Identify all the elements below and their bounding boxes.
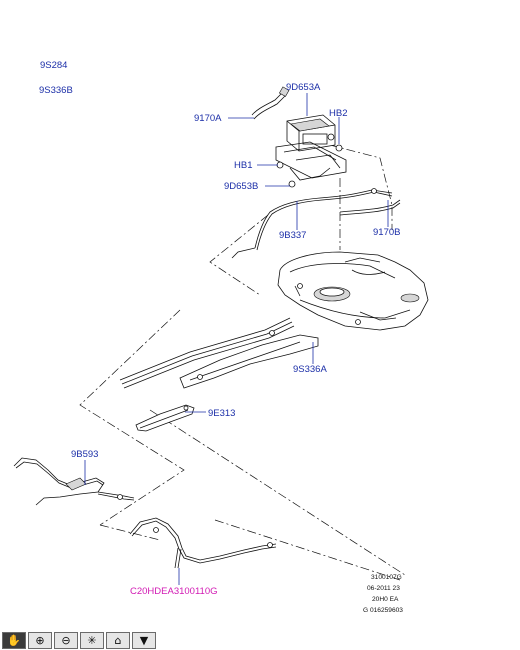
filler-pipe-assembly [13,457,135,506]
image-code-label: C20HDEA3100110G [130,586,218,597]
vapour-hose-upper [251,86,290,120]
exploded-diagram: 9S284 9S336B 9D653A 9170A HB2 HB1 9D653B… [13,60,429,614]
callout-9170b[interactable]: 9170B [373,227,400,238]
zoom-out-button[interactable]: ⊖ [54,632,78,649]
callout-9b337[interactable]: 9B337 [279,230,306,241]
callout-9s284[interactable]: 9S284 [40,60,67,71]
ident-line-3: 20H0 EA [372,596,399,603]
callout-9d653a[interactable]: 9D653A [286,82,321,93]
zoom-in-button[interactable]: ⊕ [28,632,52,649]
home-icon: ⌂ [114,634,122,647]
callout-9170a[interactable]: 9170A [194,113,222,124]
callout-9e313[interactable]: 9E313 [208,408,235,419]
pan-tool-button[interactable]: ✋ [2,632,26,649]
brake-pipe-assembly [129,517,277,569]
ident-line-1: 3100107G [371,574,402,581]
callout-9s336a[interactable]: 9S336A [293,364,327,375]
callout-hb2[interactable]: HB2 [329,108,347,119]
pointer-icon: ✳ [87,634,97,647]
vapour-line [231,188,401,259]
ident-line-4: G 016259603 [363,607,403,614]
home-button[interactable]: ⌂ [106,632,130,649]
heat-shield [135,404,195,432]
viewer-toolbar: ✋ ⊕ ⊖ ✳ ⌂ ▼ [0,631,520,650]
evap-canister [286,114,336,152]
hotspot-button[interactable]: ✳ [80,632,104,649]
underbody-lines [119,317,319,389]
callout-9d653b[interactable]: 9D653B [224,181,258,192]
zoom-in-icon: ⊕ [35,634,45,647]
zoom-out-icon: ⊖ [61,634,71,647]
callout-9s336b[interactable]: 9S336B [39,85,73,96]
callout-9b593[interactable]: 9B593 [71,449,98,460]
assembly-outlines [79,144,406,581]
callout-hb1[interactable]: HB1 [234,160,252,171]
fuel-tank [277,251,429,331]
canister-bracket [275,141,347,188]
ident-block: 3100107G 06-2011 23 20H0 EA G 016259603 [363,574,403,614]
callouts: 9S284 9S336B 9D653A 9170A HB2 HB1 9D653B… [39,60,400,597]
hand-icon: ✋ [7,634,21,647]
menu-dropdown-button[interactable]: ▼ [132,632,156,649]
ident-line-2: 06-2011 23 [367,585,400,592]
triangle-down-icon: ▼ [139,634,149,647]
leader-lines [84,93,389,585]
